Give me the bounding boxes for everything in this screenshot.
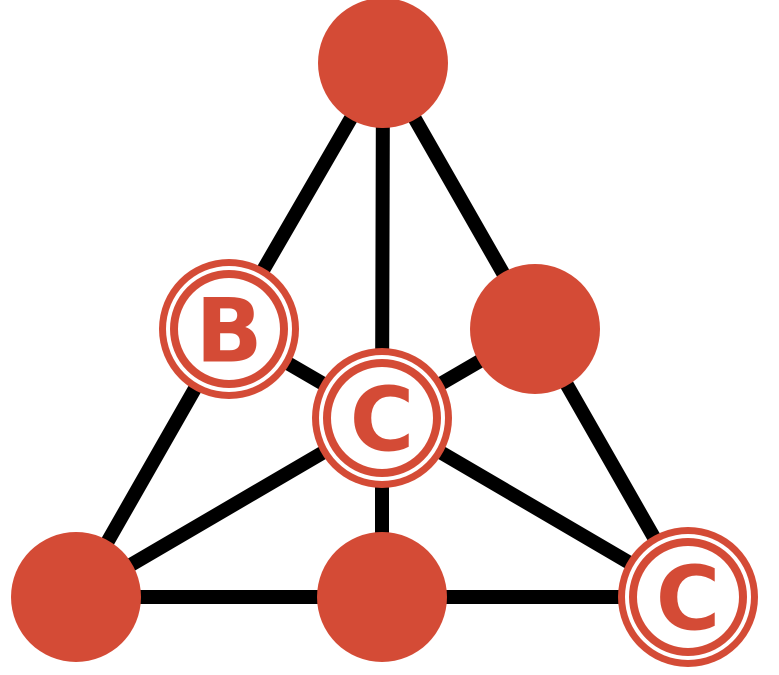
- node-bottom-right: C: [618, 527, 758, 667]
- node-label-left-mid: B: [195, 280, 262, 383]
- node-bottom-mid: [317, 532, 447, 662]
- node-label-center: C: [350, 369, 415, 472]
- labeled-node-inner-ring: [323, 359, 441, 477]
- node-right-mid: [470, 264, 600, 394]
- node-left-mid: B: [159, 259, 299, 399]
- node-label-bottom-right: C: [656, 548, 721, 651]
- labeled-node-inner-ring: [170, 270, 288, 388]
- node-bottom-left: [11, 532, 141, 662]
- labeled-node-inner-ring: [629, 538, 747, 656]
- node-center: C: [312, 348, 452, 488]
- solid-node-circle: [318, 0, 448, 128]
- solid-node-circle: [11, 532, 141, 662]
- solid-node-circle: [470, 264, 600, 394]
- nodes-layer: BCC: [11, 0, 758, 667]
- solid-node-circle: [317, 532, 447, 662]
- node-apex: [318, 0, 448, 128]
